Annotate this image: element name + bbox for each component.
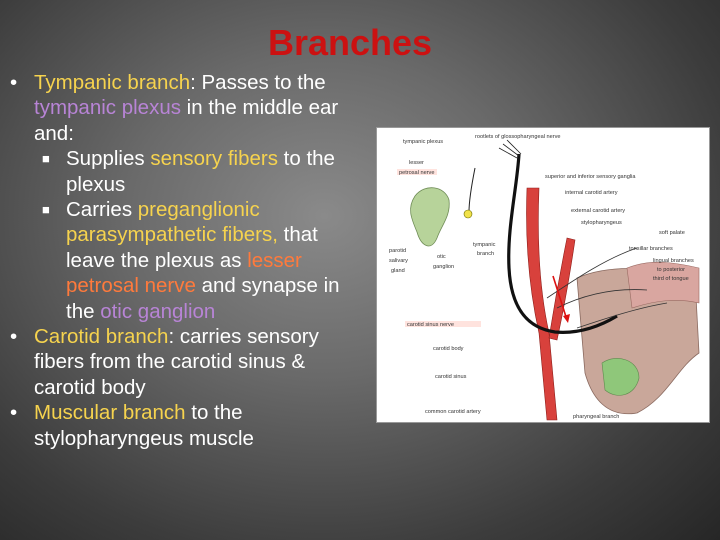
label-lesser-petrosal-1: lesser — [409, 160, 424, 166]
label-parotid-1: parotid — [389, 248, 406, 254]
label-lingual-2: to posterior — [657, 267, 685, 273]
glossopharyngeal-nerve — [507, 153, 618, 334]
internal-carotid-artery — [526, 187, 558, 421]
nerve-branches — [546, 247, 668, 329]
sub-bullet-carries: ■ Carries preganglionic parasympathetic … — [10, 197, 370, 324]
muscular-branch-label: Muscular branch — [34, 401, 186, 425]
label-tympanic-branch-2: branch — [477, 251, 494, 257]
label-soft-palate: soft palate — [659, 230, 685, 236]
tympanic-text-1: : Passes to the — [190, 71, 326, 94]
label-internal-carotid: internal carotid artery — [565, 190, 618, 196]
label-otic-1: otic — [437, 254, 446, 260]
tympanic-plexus-term: tympanic plexus — [34, 96, 181, 120]
label-otic-2: ganglion — [433, 264, 454, 270]
red-arrow — [552, 275, 568, 321]
carotid-branch-label: Carotid branch — [34, 325, 169, 349]
bullet-muscular: • Muscular branch to the stylopharyngeus… — [10, 400, 370, 451]
label-lingual-3: third of tongue — [653, 276, 689, 282]
glossopharyngeal-diagram: tympanic plexus rootlets of glossopharyn… — [389, 134, 700, 421]
carotid-sinus-nerve-highlight — [405, 321, 481, 327]
bullet-list: • Tympanic branch: Passes to the tympani… — [10, 70, 370, 451]
label-tonsillar: tonsillar branches — [629, 246, 673, 252]
sub-bullet-square: ■ — [42, 202, 50, 218]
label-external-carotid: external carotid artery — [571, 208, 625, 214]
muscular-text: to the stylopharyngeus muscle — [34, 401, 254, 450]
tympanic-branch-label: Tympanic branch — [34, 71, 191, 94]
label-tympanic-plexus: tympanic plexus — [403, 139, 443, 145]
preganglionic-term: preganglionic parasympathetic fibers, — [66, 198, 278, 247]
carries-text-1: Carries — [66, 198, 138, 222]
carotid-text: : carries sensory fibers from the caroti… — [34, 325, 319, 399]
nerve-rootlets — [498, 139, 522, 159]
tongue-muscle — [626, 261, 700, 309]
label-lesser-petrosal-2: petrosal nerve — [399, 170, 434, 176]
otic-ganglion — [463, 209, 473, 219]
parotid-gland — [410, 187, 450, 247]
label-carotid-sinus-nerve: carotid sinus nerve — [407, 322, 454, 328]
label-parotid-2: salivary — [389, 258, 408, 264]
label-stylopharyngeus: stylopharyngeus — [581, 220, 622, 226]
label-tympanic-branch-1: tympanic — [473, 242, 496, 248]
lesser-petrosal-highlight — [397, 169, 437, 175]
carries-text-3: and synapse in the — [66, 274, 340, 323]
slide-title: Branches — [267, 22, 433, 63]
lesser-petrosal-term: lesser petrosal nerve — [66, 248, 302, 298]
label-rootlets: rootlets of glossopharyngeal nerve — [475, 134, 561, 140]
anatomy-figure: tympanic plexus rootlets of glossopharyn… — [376, 127, 710, 423]
tympanic-branch-line — [468, 167, 476, 213]
sub-bullet-square: ■ — [42, 151, 50, 167]
bullet-dot: • — [10, 401, 18, 425]
sub-bullet-supplies: ■ Supplies sensory fibers to the plexus — [10, 146, 370, 197]
label-parotid-3: gland — [391, 268, 405, 274]
supplies-text-2: to the plexus — [66, 147, 335, 196]
label-common-carotid: common carotid artery — [425, 409, 481, 415]
supplies-text-1: Supplies — [66, 147, 151, 171]
red-arrowhead — [563, 314, 570, 323]
label-ganglia: superior and inferior sensory ganglia — [545, 174, 636, 180]
label-carotid-sinus: carotid sinus — [435, 374, 467, 380]
bullet-dot: • — [10, 325, 18, 349]
bullet-carotid: • Carotid branch: carries sensory fibers… — [10, 324, 370, 400]
tympanic-text-2: in the middle ear and: — [34, 96, 339, 145]
bullet-tympanic: • Tympanic branch: Passes to the tympani… — [10, 70, 370, 146]
external-carotid-artery — [548, 237, 576, 341]
otic-ganglion-term: otic ganglion — [100, 299, 216, 323]
bullet-dot: • — [10, 71, 18, 94]
label-pharyngeal: pharyngeal branch — [573, 414, 619, 420]
carries-text-2: that leave the plexus as — [66, 223, 318, 272]
hyoid-region — [601, 358, 640, 396]
sensory-fibers-term: sensory fibers — [150, 147, 278, 171]
label-carotid-body: carotid body — [433, 346, 464, 352]
label-lingual-1: lingual branches — [653, 258, 694, 264]
